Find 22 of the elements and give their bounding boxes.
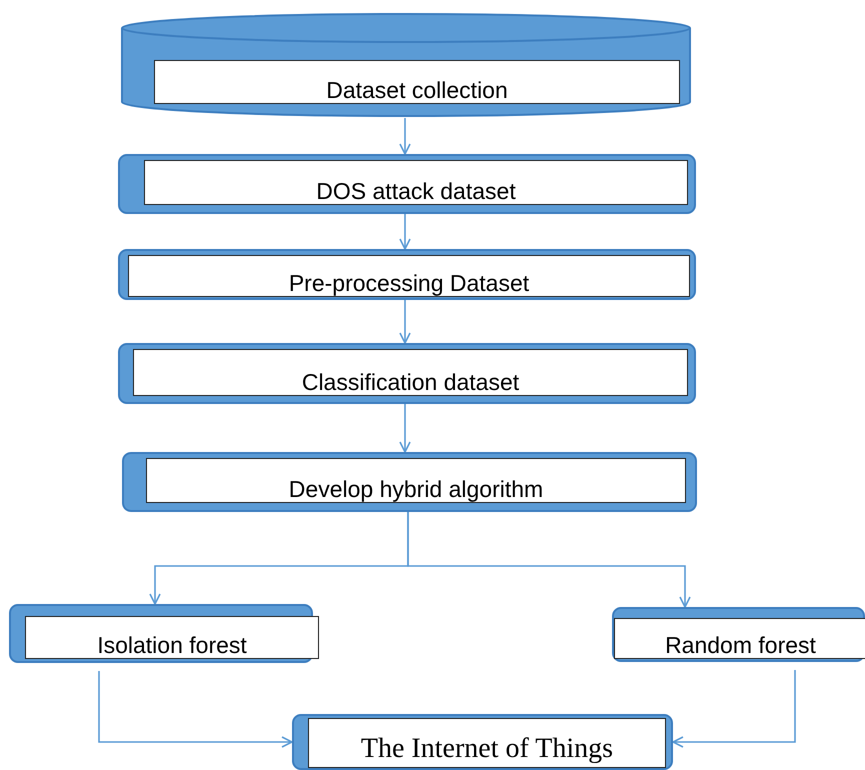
step-label: The Internet of Things (308, 718, 666, 768)
arrow (399, 404, 411, 453)
process-box (612, 607, 865, 662)
process-box (122, 452, 697, 512)
step-label: Random forest (614, 618, 865, 659)
arrow (399, 300, 411, 344)
step-label: Dataset collection (154, 60, 680, 104)
arrow (407, 512, 691, 608)
arrow (399, 118, 411, 155)
process-box (118, 343, 696, 404)
arrow (672, 670, 796, 748)
step-label: DOS attack dataset (144, 160, 688, 205)
step-label: Classification dataset (133, 349, 688, 396)
process-box (118, 154, 696, 214)
step-label: Pre-processing Dataset (128, 255, 690, 297)
process-box (292, 714, 673, 770)
cylinder-shape (120, 12, 692, 118)
step-label: Develop hybrid algorithm (146, 458, 686, 503)
arrow (98, 671, 293, 748)
arrow (399, 214, 411, 250)
process-box (118, 249, 696, 300)
step-label: Isolation forest (25, 616, 319, 659)
